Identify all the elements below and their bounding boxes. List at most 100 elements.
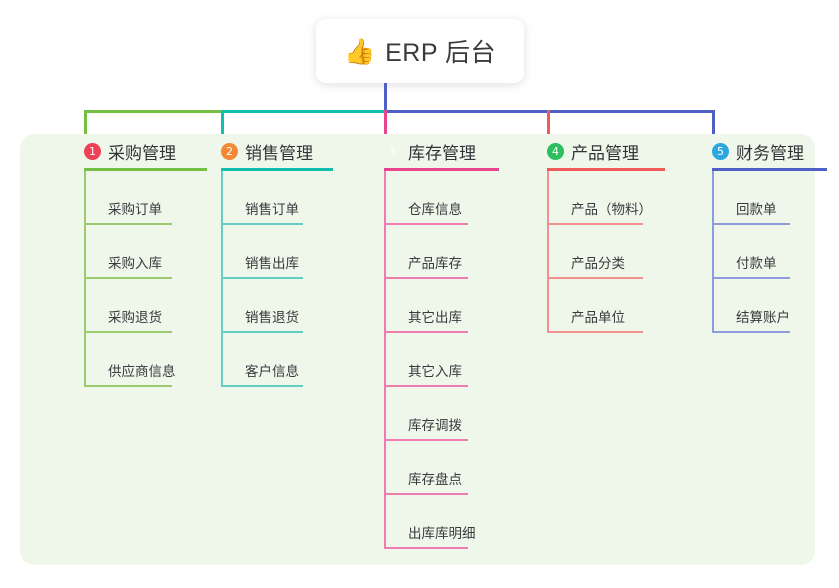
drop-connector-4 (547, 110, 550, 148)
leaf-item[interactable]: 结算账户 (712, 279, 815, 333)
leaf-label: 出库库明细 (408, 526, 476, 541)
leaf-item[interactable]: 其它出库 (384, 279, 522, 333)
leaf-item[interactable]: 库存盘点 (384, 441, 522, 495)
leaf-underline (384, 547, 468, 549)
column-items: 回款单付款单结算账户 (712, 171, 815, 333)
leaf-underline (384, 331, 468, 333)
column-items: 仓库信息产品库存其它出库其它入库库存调拨库存盘点出库库明细 (384, 171, 522, 549)
leaf-underline (221, 223, 303, 225)
thumbs-up-icon: 👍 (343, 36, 376, 66)
leaf-item[interactable]: 供应商信息 (84, 333, 197, 387)
column-items: 销售订单销售出库销售退货客户信息 (221, 171, 359, 387)
leaf-label: 其它入库 (408, 364, 462, 379)
leaf-item[interactable]: 仓库信息 (384, 171, 522, 225)
column-badge-icon: 4 (547, 142, 564, 160)
leaf-underline (384, 223, 468, 225)
leaf-item[interactable]: 付款单 (712, 225, 815, 279)
leaf-label: 结算账户 (736, 310, 790, 325)
leaf-label: 销售出库 (245, 256, 299, 271)
leaf-underline (547, 223, 643, 225)
leaf-label: 销售退货 (245, 310, 299, 325)
leaf-underline (384, 277, 468, 279)
leaf-label: 销售订单 (245, 202, 299, 217)
leaf-item[interactable]: 出库库明细 (384, 495, 522, 549)
drop-connector-3 (384, 110, 387, 148)
leaf-label: 产品单位 (571, 310, 625, 325)
column-1: 1 采购管理采购订单采购入库采购退货供应商信息 (62, 134, 207, 387)
trunk-connector (384, 83, 387, 113)
leaf-item[interactable]: 销售订单 (221, 171, 359, 225)
column-underline (84, 168, 207, 171)
drop-connector-5 (712, 110, 715, 148)
leaf-underline (84, 223, 172, 225)
leaf-label: 其它出库 (408, 310, 462, 325)
leaf-label: 采购退货 (108, 310, 162, 325)
leaf-label: 回款单 (736, 202, 777, 217)
column-4: 4 产品管理产品（物料） 产品分类产品单位 (525, 134, 685, 333)
leaf-item[interactable]: 产品分类 (547, 225, 685, 279)
leaf-label: 付款单 (736, 256, 777, 271)
column-spine (547, 171, 549, 333)
column-header-1[interactable]: 1 采购管理 (62, 134, 197, 168)
leaf-item[interactable]: 产品单位 (547, 279, 685, 333)
leaf-underline (547, 277, 643, 279)
leaf-underline (84, 277, 172, 279)
leaf-label: 产品（物料） (571, 202, 652, 217)
column-items: 产品（物料） 产品分类产品单位 (547, 171, 685, 333)
leaf-underline (547, 331, 643, 333)
leaf-item[interactable]: 销售退货 (221, 279, 359, 333)
column-items: 采购订单采购入库采购退货供应商信息 (84, 171, 197, 387)
column-spine (221, 171, 223, 387)
column-spine (84, 171, 86, 387)
column-title: 采购管理 (108, 143, 176, 163)
leaf-item[interactable]: 产品库存 (384, 225, 522, 279)
column-badge-icon: 1 (84, 142, 101, 160)
column-badge-icon: 3 (389, 144, 396, 158)
column-underline (712, 168, 827, 171)
leaf-label: 仓库信息 (408, 202, 462, 217)
column-badge-icon: 5 (712, 142, 729, 160)
leaf-label: 采购订单 (108, 202, 162, 217)
leaf-underline (84, 385, 172, 387)
leaf-underline (712, 277, 790, 279)
root-title: ERP 后台 (385, 39, 497, 67)
leaf-item[interactable]: 采购订单 (84, 171, 197, 225)
leaf-underline (384, 385, 468, 387)
column-underline (384, 168, 499, 171)
leaf-item[interactable]: 库存调拨 (384, 387, 522, 441)
leaf-underline (384, 439, 468, 441)
leaf-underline (221, 331, 303, 333)
column-underline (547, 168, 665, 171)
column-title: 产品管理 (571, 143, 639, 163)
leaf-label: 采购入库 (108, 256, 162, 271)
column-spine (712, 171, 714, 333)
leaf-item[interactable]: 回款单 (712, 171, 815, 225)
leaf-label: 客户信息 (245, 364, 299, 379)
leaf-underline (384, 493, 468, 495)
leaf-underline (221, 277, 303, 279)
leaf-label: 产品库存 (408, 256, 462, 271)
leaf-item[interactable]: 其它入库 (384, 333, 522, 387)
leaf-item[interactable]: 销售出库 (221, 225, 359, 279)
leaf-item[interactable]: 产品（物料） (547, 171, 685, 225)
leaf-item[interactable]: 采购入库 (84, 225, 197, 279)
drop-connector-2 (221, 110, 224, 148)
column-spine (384, 171, 386, 549)
leaf-underline (84, 331, 172, 333)
bus-segment-2 (221, 110, 384, 113)
leaf-item[interactable]: 采购退货 (84, 279, 197, 333)
bus-segment-1 (84, 110, 221, 113)
leaf-item[interactable]: 客户信息 (221, 333, 359, 387)
leaf-underline (712, 331, 790, 333)
leaf-label: 库存调拨 (408, 418, 462, 433)
column-header-4[interactable]: 4 产品管理 (525, 134, 685, 168)
root-node[interactable]: 👍 ERP 后台 (316, 19, 524, 83)
